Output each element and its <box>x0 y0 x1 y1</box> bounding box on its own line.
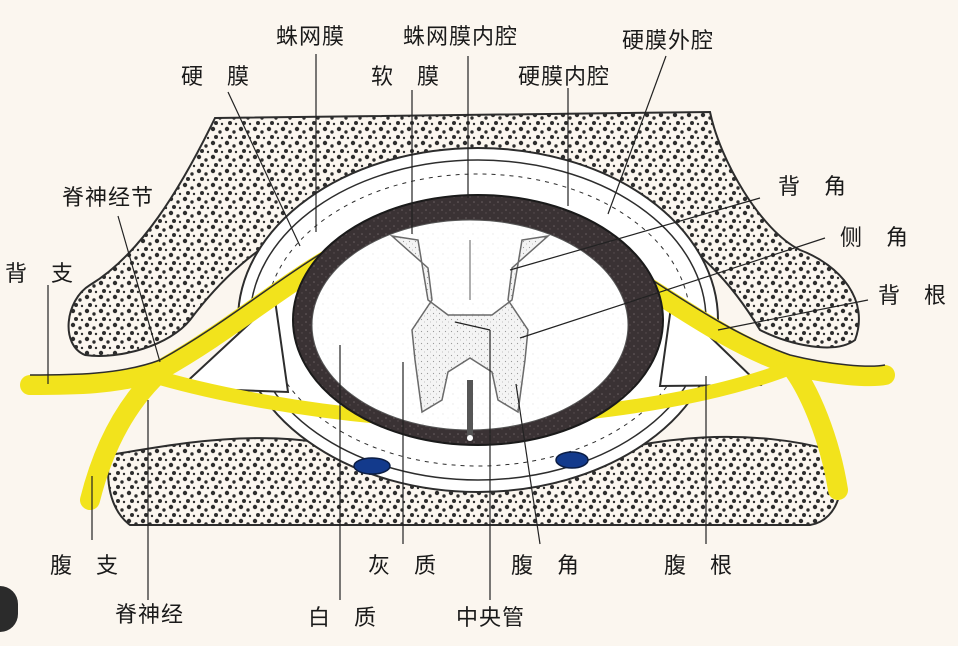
label-pia: 软 膜 <box>371 65 441 90</box>
central-canal <box>467 435 473 441</box>
left-vein <box>353 457 391 475</box>
label-subdural-space: 硬膜内腔 <box>518 65 611 90</box>
label-dorsal-branch: 背 支 <box>5 262 75 287</box>
right-vein <box>555 451 589 469</box>
label-lateral-horn: 侧 角 <box>840 226 910 251</box>
label-white-matter: 白 质 <box>308 606 378 631</box>
gray-matter <box>389 234 551 414</box>
label-gray-matter: 灰 质 <box>368 554 438 579</box>
label-dorsal-root: 背 根 <box>878 284 948 309</box>
label-dorsal-horn: 背 角 <box>778 175 848 200</box>
label-central-canal: 中央管 <box>456 606 526 631</box>
label-ventral-horn: 腹 角 <box>511 554 581 579</box>
label-arachnoid: 蛛网膜 <box>276 25 346 50</box>
label-subarachnoid-cavity: 蛛网膜内腔 <box>403 25 519 50</box>
label-ventral-root: 腹 根 <box>664 554 734 579</box>
label-dura: 硬 膜 <box>181 65 251 90</box>
label-epidural-space: 硬膜外腔 <box>622 29 715 54</box>
scroll-handle[interactable] <box>0 586 18 632</box>
leader-lines <box>47 54 869 600</box>
label-ventral-branch: 腹 支 <box>50 554 120 579</box>
label-spinal-nerve: 脊神经 <box>115 603 185 628</box>
label-spinal-ganglion: 脊神经节 <box>62 186 155 211</box>
